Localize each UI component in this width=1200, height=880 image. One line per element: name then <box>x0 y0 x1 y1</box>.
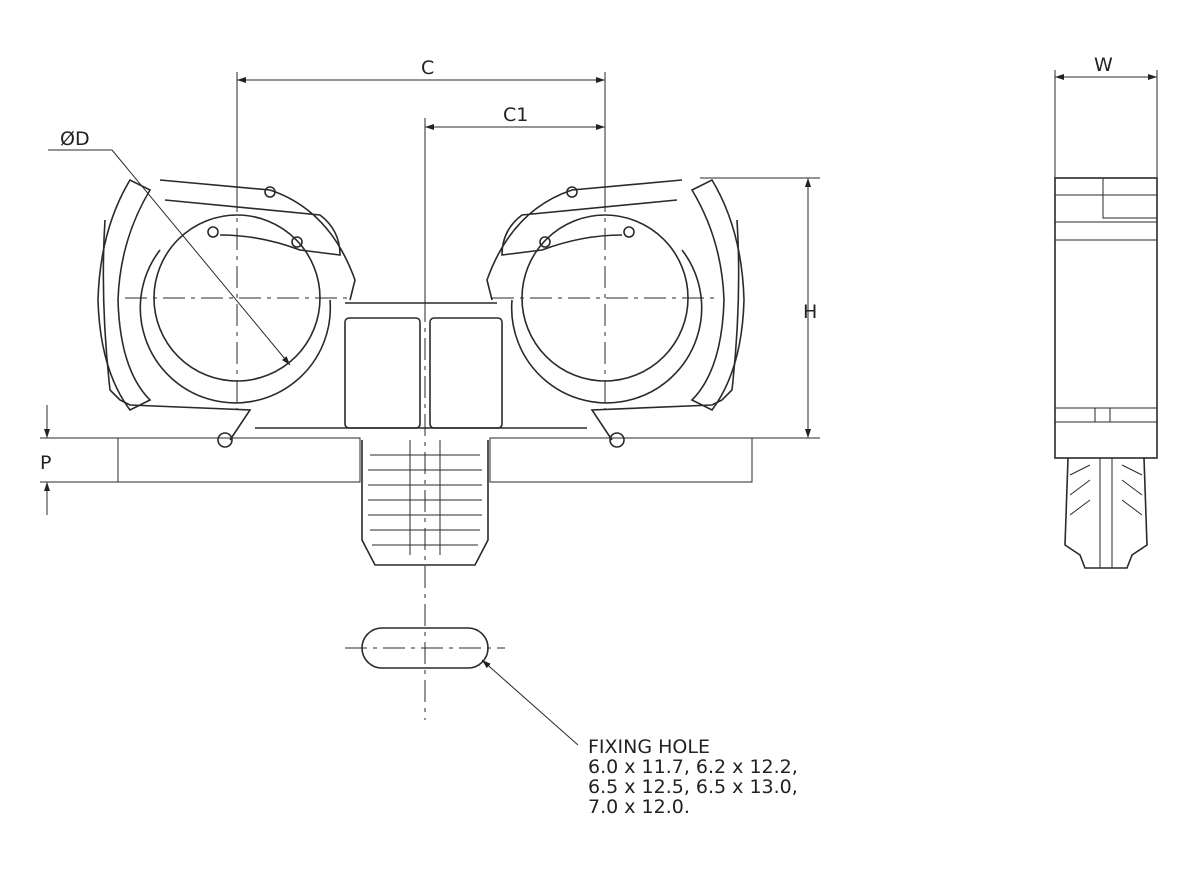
dimension-d: ØD <box>48 128 291 366</box>
extension-lines <box>40 70 1158 483</box>
dim-label-c1: C1 <box>503 104 528 126</box>
clip-front-view <box>97 178 745 448</box>
fixing-hole-size-line: 7.0 x 12.0. <box>588 796 690 818</box>
dimension-w: W <box>1055 54 1157 80</box>
dim-label-w: W <box>1094 54 1113 76</box>
mounting-panel <box>117 437 753 483</box>
dim-label-d: ØD <box>60 128 90 150</box>
clip-side-view <box>1054 177 1158 569</box>
dimension-c1: C1 <box>425 104 605 130</box>
fixing-hole-size-line: 6.0 x 11.7, 6.2 x 12.2, <box>588 756 798 778</box>
fixing-hole-size-line: 6.5 x 12.5, 6.5 x 13.0, <box>588 776 798 798</box>
fixing-hole-note: FIXING HOLE 6.0 x 11.7, 6.2 x 12.2, 6.5 … <box>588 737 798 817</box>
fixing-hole-title: FIXING HOLE <box>588 736 710 758</box>
center-lines <box>125 190 717 720</box>
dim-label-p: P <box>40 452 51 474</box>
dim-label-c: C <box>421 57 434 79</box>
dimension-p: P <box>40 405 51 515</box>
dimension-c: C <box>237 57 605 83</box>
fixing-hole-slot <box>361 627 579 746</box>
dimension-h: H <box>803 178 817 438</box>
dim-label-h: H <box>803 301 817 323</box>
